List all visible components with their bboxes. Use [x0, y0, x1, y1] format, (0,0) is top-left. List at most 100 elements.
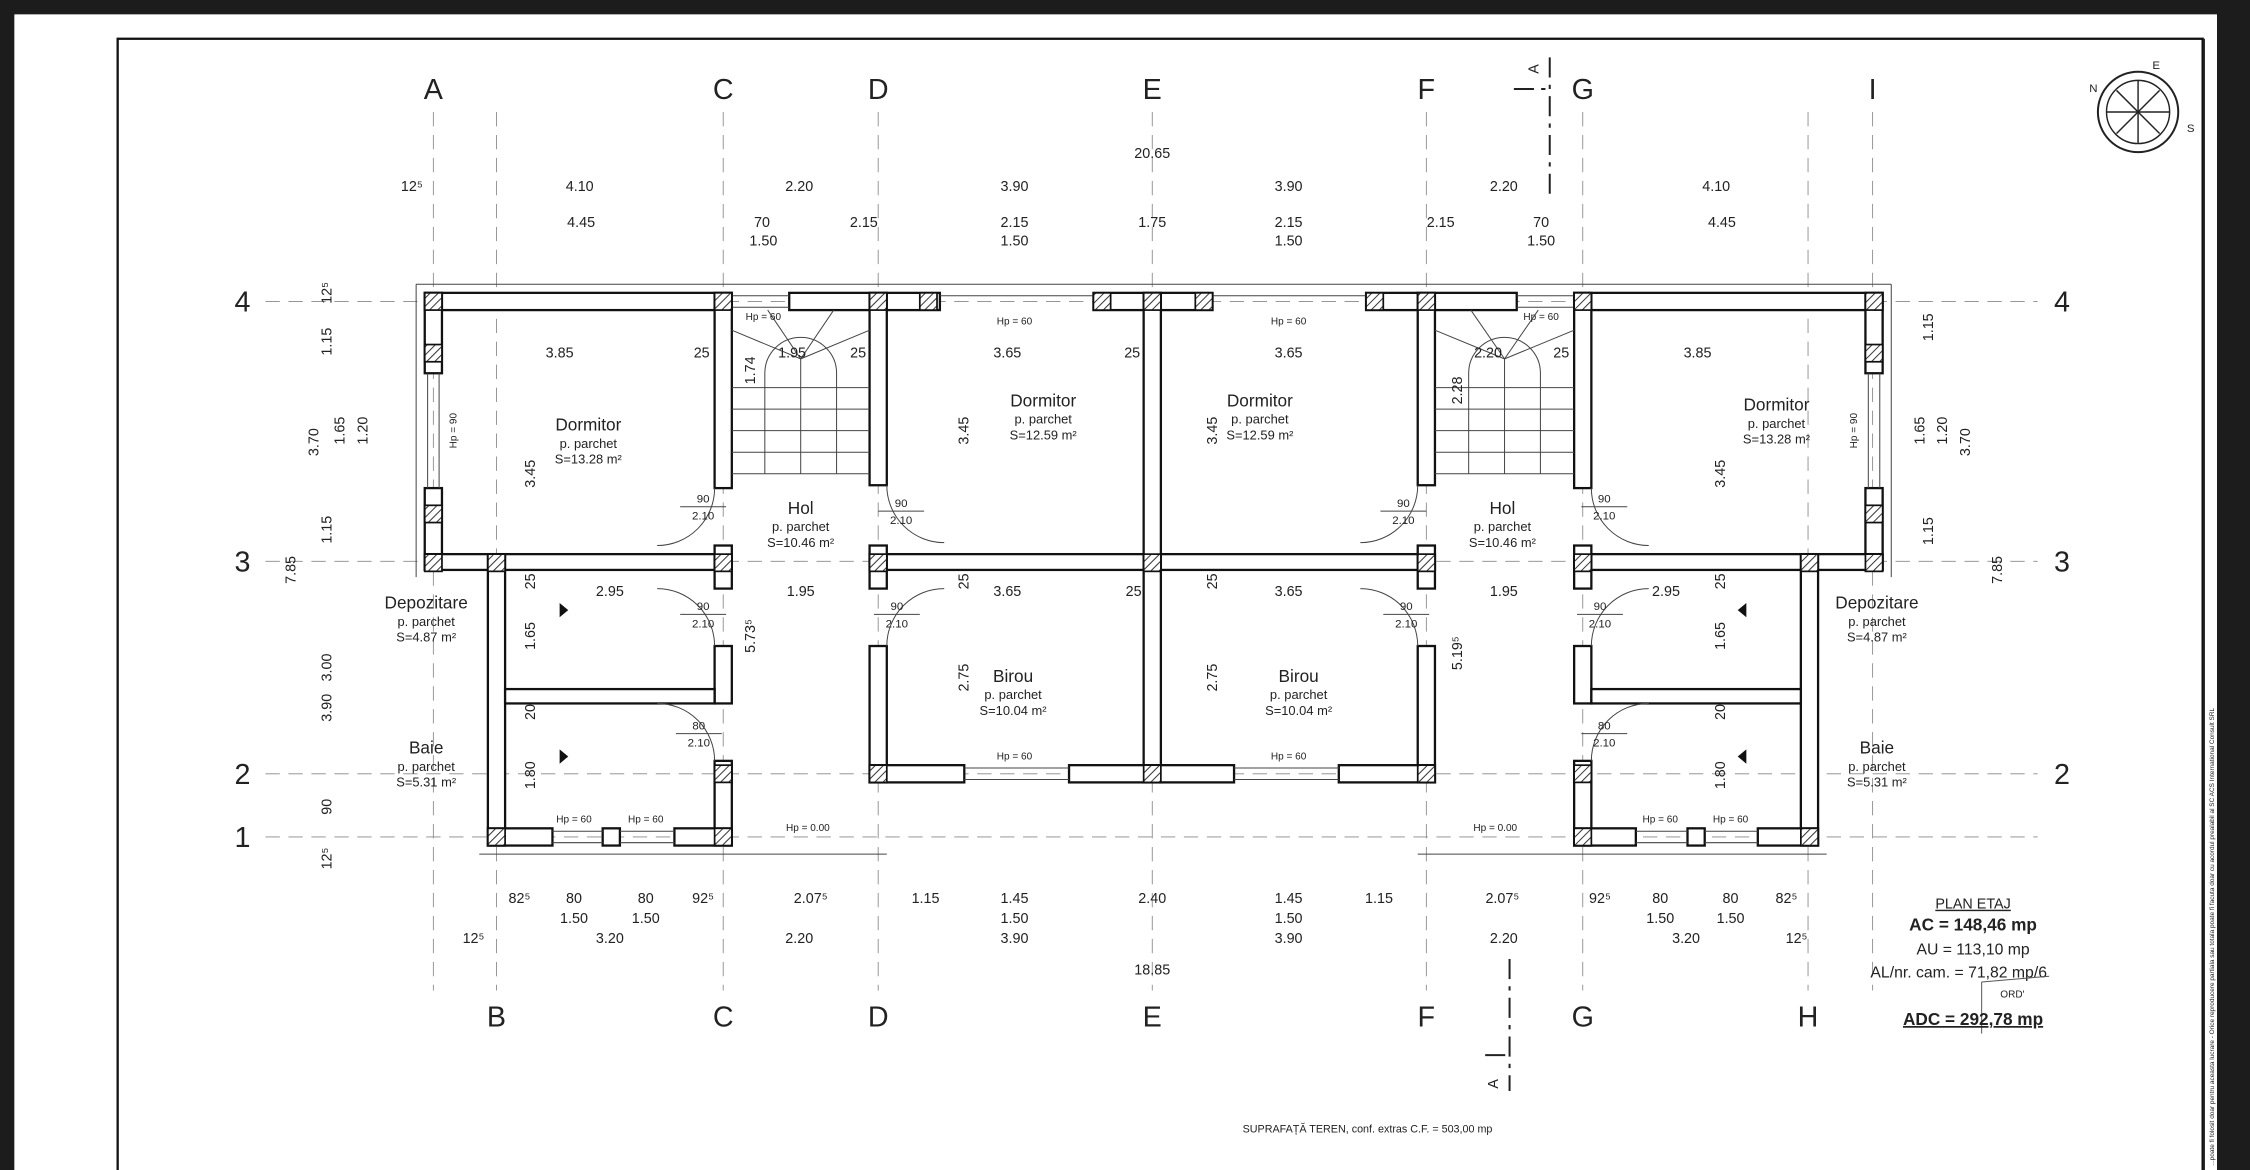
room-name: Dormitor — [1010, 390, 1076, 410]
room-name: Dormitor — [555, 415, 621, 435]
door-swing — [1590, 702, 1649, 761]
wall — [713, 291, 733, 490]
door-height: 2.10 — [692, 618, 714, 630]
room-area: S=10.46 m² — [767, 535, 835, 550]
compass-south: S — [2187, 123, 2195, 135]
room-floor: p. parchet — [397, 759, 455, 774]
dimension-vertical: 1.65 — [1912, 417, 1928, 445]
dimension-vertical: 1.74 — [743, 356, 759, 384]
dimension: 12⁵ — [1786, 931, 1808, 947]
dimension-vertical: 3.45 — [957, 417, 973, 445]
dimension: 2.15 — [1001, 215, 1029, 231]
room-floor: p. parchet — [1270, 687, 1328, 702]
dimension-vertical: 1.65 — [523, 622, 539, 650]
dimension: 1.50 — [1001, 911, 1029, 927]
dimension: 3.65 — [993, 584, 1021, 600]
room-floor: p. parchet — [397, 614, 455, 629]
column — [1573, 553, 1593, 573]
dimension-vertical: 1.65 — [332, 417, 348, 445]
dimension: 3.65 — [993, 345, 1021, 361]
room-floor: p. parchet — [1474, 519, 1532, 534]
dimension-vertical: 20 — [523, 704, 539, 720]
dimension-vertical: 12⁵ — [319, 847, 335, 869]
door-width: 80 — [692, 720, 705, 732]
drawing-frame — [116, 37, 2204, 1170]
wall — [788, 291, 942, 312]
dimension: 1.95 — [787, 584, 815, 600]
copyright-note: ...poate fi folosit doar pentru aceasta … — [2209, 707, 2216, 1165]
dimension: 3.90 — [1001, 179, 1029, 195]
dimension: 12⁵ — [401, 179, 423, 195]
door-swing — [886, 588, 945, 647]
door-width: 90 — [895, 498, 908, 510]
door-height: 2.10 — [1593, 511, 1615, 523]
row-label-left: 3 — [235, 546, 251, 578]
axis-label-bottom: G — [1572, 1001, 1594, 1033]
wall — [503, 687, 716, 705]
dimension: 2.95 — [1652, 584, 1680, 600]
room-name: Dormitor — [1743, 395, 1809, 415]
sill-height: Hp = 90 — [1849, 413, 1860, 449]
dimension: 3.85 — [1684, 345, 1712, 361]
column — [1416, 291, 1436, 311]
door-width: 90 — [697, 601, 710, 613]
dimension-vertical: 25 — [957, 573, 973, 589]
dimension: 92⁵ — [692, 891, 714, 907]
dimension: 2.15 — [1275, 215, 1303, 231]
column — [1864, 343, 1884, 363]
wall — [1799, 552, 1820, 847]
dimension-vertical: 25 — [523, 573, 539, 589]
door-swing — [657, 588, 716, 647]
column — [423, 291, 443, 311]
stair-winder — [731, 329, 801, 360]
column — [713, 291, 733, 311]
dimension: 3.90 — [1001, 931, 1029, 947]
sill-height: Hp = 60 — [997, 316, 1033, 327]
dimension-vertical: 1.80 — [1713, 761, 1729, 789]
column — [1573, 827, 1593, 847]
staircases — [731, 309, 1575, 475]
dimension: 2.15 — [1427, 215, 1455, 231]
au-value: AU = 113,10 mp — [1916, 942, 2029, 959]
room-name: Hol — [1489, 498, 1515, 518]
dimension: 82⁵ — [1776, 891, 1798, 907]
compass-east: E — [2152, 60, 2160, 72]
door-width: 90 — [1594, 601, 1607, 613]
axis-label-bottom: F — [1418, 1001, 1436, 1033]
dimension-vertical: 3.45 — [1713, 460, 1729, 488]
dimension: 2.20 — [1474, 345, 1502, 361]
arrow-icon — [1737, 749, 1747, 764]
dimension-vertical: 12⁵ — [319, 282, 335, 304]
dimension: 82⁵ — [509, 891, 531, 907]
section-label-bottom: A — [1486, 1079, 1502, 1089]
room-area: S=5.31 m² — [1847, 775, 1908, 790]
dimension: 1.50 — [560, 911, 588, 927]
stair-winder — [800, 309, 835, 360]
column — [487, 553, 506, 573]
room-area: S=10.04 m² — [980, 703, 1048, 718]
paper — [14, 14, 2217, 1170]
dimension: 1.15 — [1365, 891, 1393, 907]
door-swing — [657, 702, 716, 761]
dimension: 1.45 — [1001, 891, 1029, 907]
dimension: 2.15 — [850, 215, 878, 231]
dimension-total-bottom: 18.85 — [1134, 963, 1170, 979]
column — [1365, 291, 1385, 311]
column — [713, 764, 733, 784]
al-value: AL/nr. cam. = 71,82 mp/6 — [1870, 965, 2047, 982]
dimension: 4.10 — [1702, 179, 1730, 195]
stair-winder — [1504, 309, 1539, 360]
door-height: 2.10 — [1589, 618, 1611, 630]
wall — [601, 827, 622, 847]
door-width: 90 — [1400, 601, 1413, 613]
dimension-vertical: 3.70 — [307, 428, 323, 456]
door-swing — [1360, 588, 1419, 647]
column — [1416, 764, 1436, 784]
column — [423, 553, 443, 573]
row-label-left: 2 — [235, 759, 251, 791]
dimension: 1.95 — [778, 345, 806, 361]
door-swing — [657, 488, 716, 547]
dimension-vertical: 3.70 — [1958, 428, 1974, 456]
sill-height: Hp = 60 — [556, 815, 592, 826]
plan-title: PLAN ETAJ — [1935, 897, 2010, 913]
